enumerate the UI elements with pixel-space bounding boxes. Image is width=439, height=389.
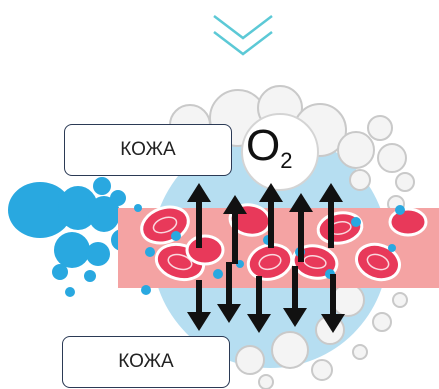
- chevron-down-icon[interactable]: [213, 15, 273, 56]
- arrow-up: [319, 183, 343, 248]
- arrow-down: [283, 266, 307, 327]
- o2-bubble: [241, 113, 319, 191]
- arrows-up: [187, 183, 343, 264]
- skin-label-bottom: КОЖА: [62, 336, 230, 388]
- skin-label-bottom-text: КОЖА: [118, 351, 174, 372]
- oxygen-subscript: 2: [280, 148, 293, 173]
- oxygen-letter: O: [246, 121, 281, 170]
- skin-label-top: КОЖА: [64, 124, 232, 176]
- arrow-down: [217, 262, 241, 323]
- arrow-up: [259, 183, 283, 248]
- arrow-down: [187, 280, 211, 331]
- arrow-up: [223, 195, 247, 264]
- oxygen-symbol: O2: [246, 121, 292, 174]
- arrow-up: [289, 193, 313, 262]
- arrow-up: [187, 183, 211, 248]
- arrow-down: [321, 274, 345, 333]
- arrow-down: [247, 276, 271, 333]
- arrows-down: [187, 262, 345, 333]
- skin-label-top-text: КОЖА: [120, 139, 176, 160]
